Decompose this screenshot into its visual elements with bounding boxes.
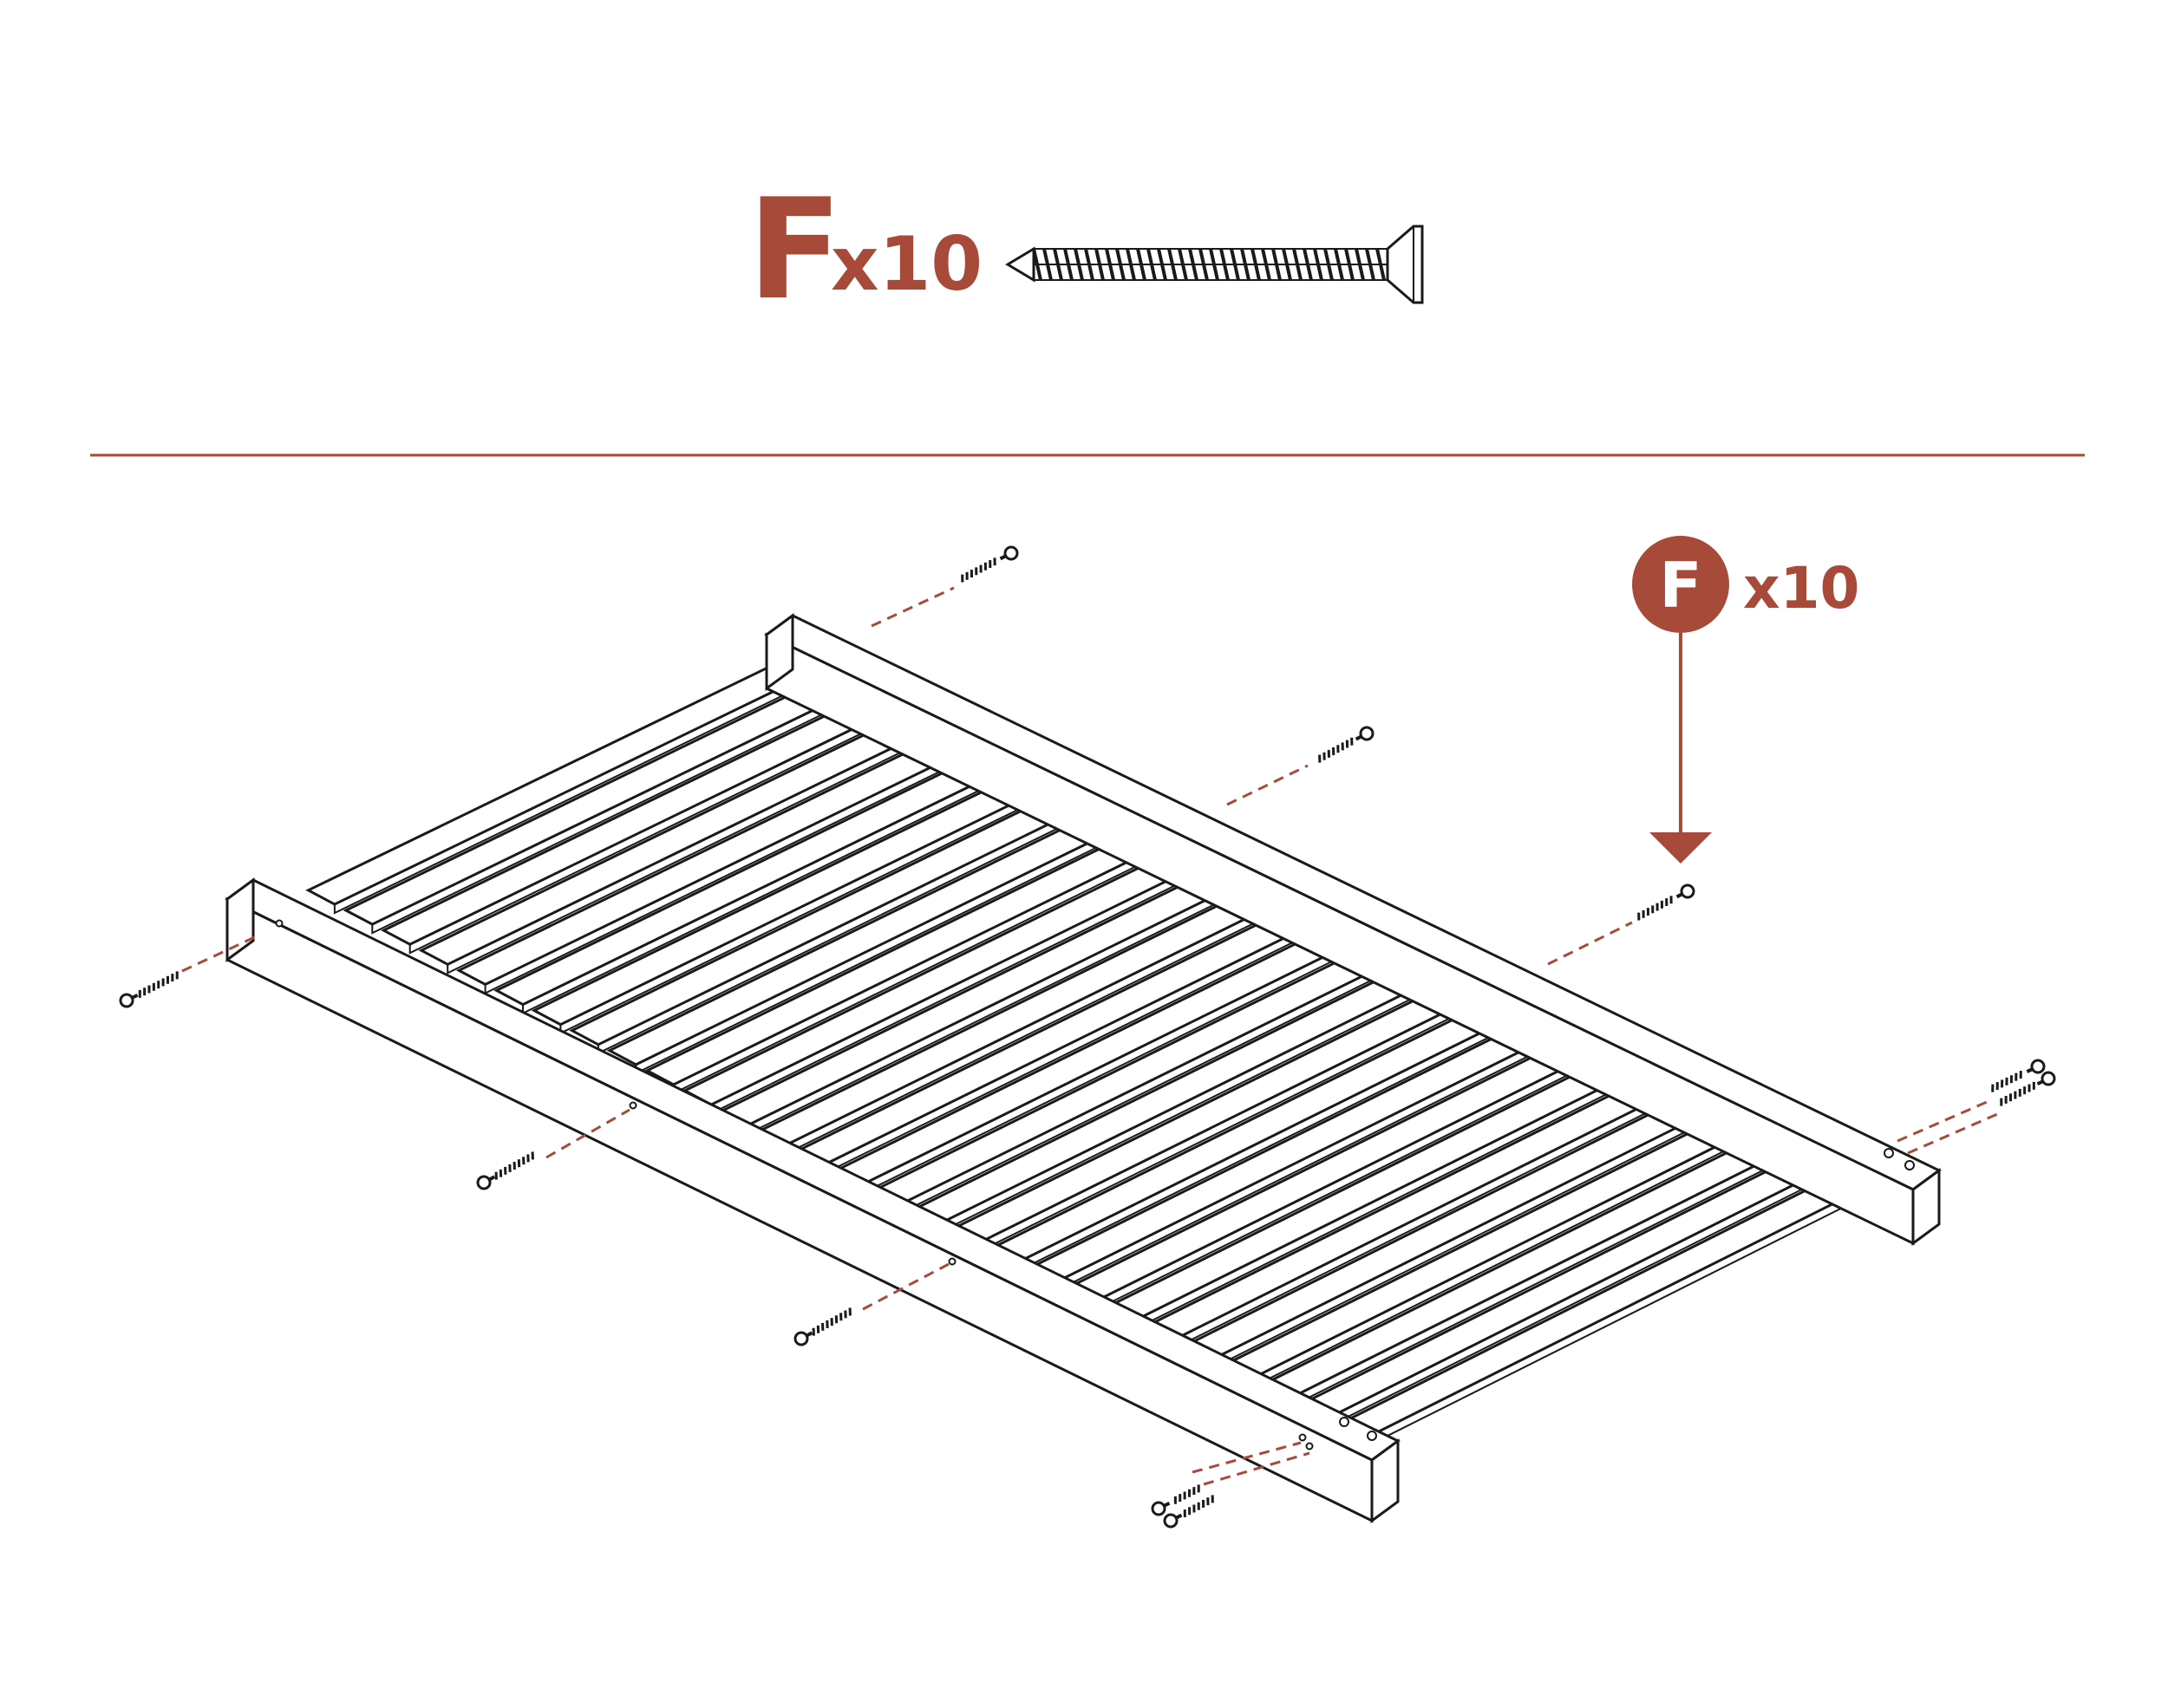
screw-thread [1136,248,1146,281]
guide-line [1203,1451,1310,1486]
screw-thread [1323,248,1334,281]
screw-thread [1042,248,1053,281]
screw-thread [1334,248,1344,281]
guide-line [1192,1441,1302,1474]
screw-thread [1167,248,1178,281]
guide-lines [181,586,2004,1486]
screw-thread [1084,248,1094,281]
screw-icon [119,971,179,1008]
screw-thread [1105,248,1115,281]
screw-icon [1151,1484,1200,1516]
screw-thread [1032,248,1042,281]
screw-icon [1991,1059,2046,1092]
screw-thread [1271,248,1282,281]
screw-thread [1053,248,1063,281]
screw-icon [1318,726,1375,763]
screw-thread [1063,248,1074,281]
screw-thread [1303,248,1313,281]
right-rail [764,613,1942,1246]
slats [305,642,1859,1456]
screws [119,545,2056,1529]
screw-thread [1344,248,1355,281]
screw-thread [1126,248,1136,281]
screw-icon [961,545,1019,583]
guide-line [1907,1110,2004,1155]
guide-line [1226,764,1309,806]
part-letter: F [748,168,843,330]
badge-letter: F [1659,549,1701,622]
screw-thread [1157,248,1167,281]
screw-thread [1292,248,1303,281]
screw-icon [793,1307,852,1346]
screw-thread [1251,248,1261,281]
guide-line [1897,1098,1994,1143]
arrow-down-icon [1649,633,1712,864]
part-quantity: x10 [831,221,983,308]
screw-thread [1219,248,1230,281]
guide-line [871,586,955,628]
screw-thread [1115,248,1126,281]
badge-quantity: x10 [1743,555,1860,622]
screw-thread [1094,248,1105,281]
screw-thread [1261,248,1271,281]
screw-icon [476,1151,534,1190]
screw-thread [1240,248,1251,281]
screw-icon [1163,1495,1214,1529]
screw-thread [1198,248,1209,281]
screw-icon [2000,1071,2056,1106]
screw-thread [1178,248,1188,281]
screw-icon [1005,225,1424,304]
screw-icon [1637,883,1695,921]
screw-thread [1230,248,1240,281]
left-rail [225,877,1401,1523]
screw-thread [1209,248,1219,281]
screw-thread [1188,248,1198,281]
guide-line [181,933,261,973]
screw-thread [1282,248,1292,281]
screw-thread [1313,248,1323,281]
screw-thread [1365,248,1375,281]
screw-thread [1074,248,1084,281]
screw-thread [1375,248,1386,281]
callout-circle-icon: F [1632,536,1729,633]
guide-line [1547,921,1633,966]
screw-thread [1146,248,1157,281]
screw-thread [1355,248,1365,281]
